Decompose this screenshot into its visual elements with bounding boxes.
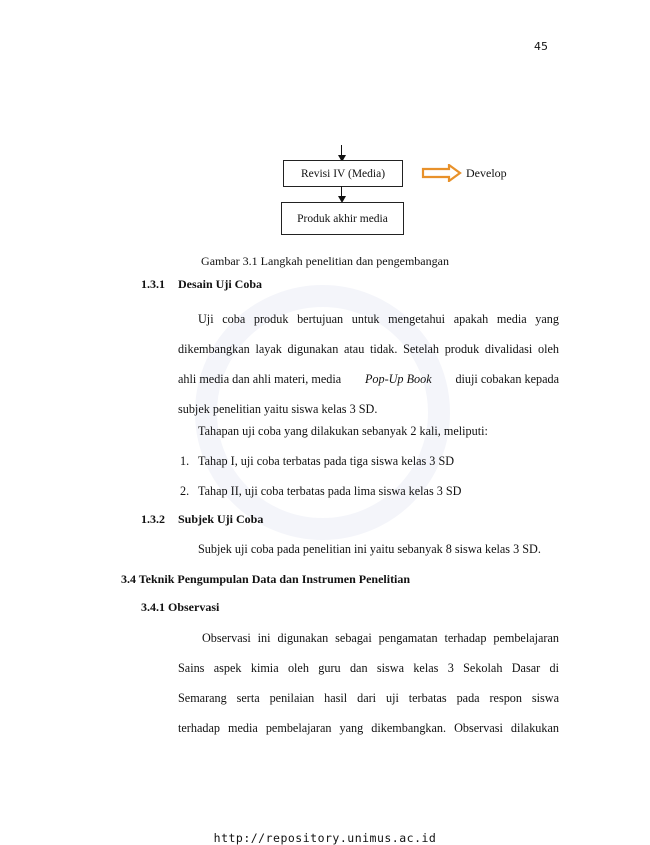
section-3-4-1-title: 3.4.1 Observasi (141, 600, 220, 614)
connector-arrow-head (337, 196, 346, 203)
revisi-box: Revisi IV (Media) (283, 160, 403, 187)
paragraph-line: subjek penelitian yaitu siswa kelas 3 SD… (178, 402, 378, 416)
list-item: Tahap II, uji coba terbatas pada lima si… (198, 484, 462, 498)
develop-label: Develop (466, 166, 507, 180)
revisi-box-label: Revisi IV (Media) (300, 167, 386, 180)
section-1-3-1-number: 1.3.1 (141, 277, 165, 291)
paragraph-fragment: diuji cobakan kepada (455, 372, 559, 386)
incoming-arrow-line (341, 145, 343, 157)
section-1-3-1-paragraph: Uji coba produk bertujuan untuk mengetah… (178, 304, 559, 424)
page-number: 45 (534, 40, 548, 53)
paragraph-line: Uji coba produk bertujuan untuk mengetah… (198, 312, 559, 326)
section-1-3-2-number: 1.3.2 (141, 512, 165, 526)
produk-box: Produk akhir media (281, 202, 404, 235)
list-item-number: 1. (180, 454, 190, 468)
paragraph-line: Observasi ini digunakan sebagai pengamat… (202, 631, 559, 645)
section-1-3-1-title: Desain Uji Coba (178, 277, 263, 291)
figure-caption: Gambar 3.1 Langkah penelitian dan pengem… (201, 254, 449, 268)
section-3-4-1-paragraph: Observasi ini digunakan sebagai pengamat… (178, 623, 559, 743)
paragraph-line: terhadap media pembelajaran yang dikemba… (178, 721, 559, 735)
pop-up-book-term: Pop-Up Book (364, 372, 432, 386)
paragraph-line: Semarang serta penilaian hasil dari uji … (178, 691, 559, 705)
develop-arrow-icon (421, 164, 462, 182)
produk-box-label: Produk akhir media (297, 212, 388, 225)
incoming-arrow-head (337, 155, 346, 162)
list-item: Tahap I, uji coba terbatas pada tiga sis… (198, 454, 455, 468)
paragraph-line: Sains aspek kimia oleh guru dan siswa ke… (178, 661, 559, 675)
paragraph-line: dikembangkan layak digunakan atau tidak.… (178, 342, 559, 356)
stages-intro: Tahapan uji coba yang dilakukan sebanyak… (198, 424, 488, 438)
section-1-3-2-paragraph: Subjek uji coba pada penelitian ini yait… (198, 542, 541, 556)
footer-url: http://repository.unimus.ac.id (213, 831, 437, 845)
connector-arrow-line (341, 186, 343, 198)
section-3-4-title: 3.4 Teknik Pengumpulan Data dan Instrume… (121, 572, 411, 586)
list-item-number: 2. (180, 484, 190, 498)
paragraph-line: ahli media dan ahli materi, media Pop-Up… (178, 364, 559, 394)
paragraph-fragment: ahli media dan ahli materi, media (178, 372, 342, 386)
section-1-3-2-title: Subjek Uji Coba (178, 512, 264, 526)
